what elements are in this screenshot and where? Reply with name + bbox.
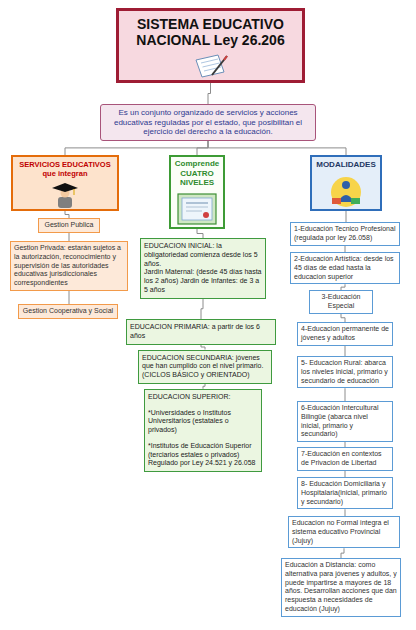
notebook-line [201, 59, 218, 63]
level-box: EDUCACION INICIAL: la obligatoriedad com… [140, 238, 266, 299]
connector-line [208, 141, 346, 155]
node-text: EDUCACION SECUNDARIA: jóvenes que han cu… [142, 354, 268, 380]
graduate-icon [51, 182, 79, 208]
modalities-icon [326, 176, 366, 208]
node-text: *Institutos de Educación Superior (terci… [148, 442, 258, 468]
diploma-line [186, 207, 208, 208]
node-text: 2-Educación Artística: desde los 45 días… [294, 255, 396, 281]
icon-disc [331, 177, 361, 207]
connector-line [208, 83, 211, 104]
node-text: Gestion Privada: estarán sujetos a la au… [14, 244, 124, 288]
modality-box: Educación a Distancia: como alternativa … [281, 558, 401, 617]
modality-box: Educacion no Formal integra el sistema e… [288, 516, 400, 548]
node-text: 1-Educación Tecnico Profesional (regulad… [294, 225, 396, 243]
diploma-frame [178, 194, 216, 224]
graduate-body [58, 197, 72, 208]
connector-line [345, 346, 346, 357]
modality-box: 5- Educacion Rural: abarca los niveles i… [297, 356, 393, 388]
connector-line [345, 388, 346, 401]
node-text: Es un conjunto organizado de servicios y… [105, 108, 311, 137]
tassel [73, 189, 74, 195]
figure-head [342, 181, 350, 189]
node-text: *Universidades o Institutos Universitari… [148, 409, 258, 435]
connector-line [65, 211, 69, 218]
category-header: Comprende CUATRO NIVELES [169, 155, 225, 229]
node-text: 4-Educacion permanente de jóvenes y adul… [301, 325, 389, 343]
connector-line [197, 229, 203, 238]
modality-box: 6-Educación Intercultural Bilingüe (abar… [297, 401, 393, 442]
connector-line [69, 233, 70, 241]
category-header: MODALIDADES [310, 155, 382, 211]
book [332, 198, 341, 204]
modality-box: 8- Educación Domiciliaria y Hospitalaria… [297, 477, 393, 509]
node-text: Comprende CUATRO NIVELES [173, 159, 221, 188]
modality-box: 1-Educación Tecnico Profesional (regulad… [290, 222, 400, 246]
modality-box: 4-Educacion permanente de jóvenes y adul… [297, 322, 393, 346]
connector-line [346, 211, 347, 222]
modality-box: 7-Educación en contextos de Privacion de… [297, 447, 393, 471]
service-box: Gestion Publica [38, 218, 100, 233]
category-header: SERVICIOS EDUCATIVOS que integran [11, 155, 119, 211]
description-box: Es un conjunto organizado de servicios y… [100, 104, 316, 141]
node-text: EDUCACION SUPERIOR: [148, 393, 258, 402]
diploma-line [186, 203, 208, 204]
node-text: EDUCACION PRIMARIA: a partir de los 6 añ… [130, 323, 272, 341]
modality-box: 3-Educación Especial [309, 290, 373, 314]
diploma-paper [182, 198, 212, 220]
pen-cap [224, 56, 227, 60]
connector-line [341, 548, 344, 558]
node-text: 7-Educación en contextos de Privacion de… [301, 450, 389, 468]
diploma-icon [176, 192, 218, 226]
modality-box: 2-Educación Artística: desde los 45 días… [290, 252, 400, 284]
node-text: Gestion Cooperativa y Social [22, 307, 114, 316]
node-text: EDUCACION INICIAL: la obligatoriedad com… [144, 242, 262, 268]
notebook-icon [193, 53, 229, 79]
service-box: Gestion Privada: estarán sujetos a la au… [10, 241, 128, 291]
title-box: SISTEMA EDUCATIVO NACIONAL Ley 26.206 [116, 8, 305, 83]
level-box: EDUCACION SECUNDARIA: jóvenes que han cu… [138, 350, 272, 384]
node-text: 5- Educacion Rural: abarca los niveles i… [301, 359, 389, 385]
diploma-line [186, 211, 202, 212]
connector-line [197, 141, 208, 155]
book [351, 198, 360, 204]
connector-line [201, 299, 203, 320]
node-text: 3-Educación Especial [313, 293, 369, 311]
node-text: 6-Educación Intercultural Bilingüe (abar… [301, 404, 389, 439]
notebook-line [202, 63, 219, 67]
connector-line [69, 291, 70, 304]
node-text: Gestion Publica [42, 221, 96, 230]
node-text: MODALIDADES [315, 160, 377, 170]
connector-line [341, 314, 345, 323]
connector-line [345, 509, 346, 516]
node-text: 8- Educación Domiciliaria y Hospitalaria… [301, 480, 389, 506]
level-box: EDUCACION PRIMARIA: a partir de los 6 añ… [126, 319, 276, 345]
service-box: Gestion Cooperativa y Social [18, 304, 118, 319]
connector-line [65, 141, 208, 155]
node-text: Educación a Distancia: como alternativa … [285, 561, 397, 614]
node-text: SERVICIOS EDUCATIVOS que integran [16, 160, 114, 178]
level-box: EDUCACION SUPERIOR: *Universidades o Inst… [144, 389, 262, 472]
node-text: SISTEMA EDUCATIVO NACIONAL Ley 26.206 [123, 16, 298, 48]
node-text: Educacion no Formal integra el sistema e… [292, 519, 396, 545]
pen [212, 56, 227, 75]
diploma-seal [203, 212, 209, 218]
node-text: Jardin Maternal: (desde 45 días hasta lo… [144, 268, 262, 294]
